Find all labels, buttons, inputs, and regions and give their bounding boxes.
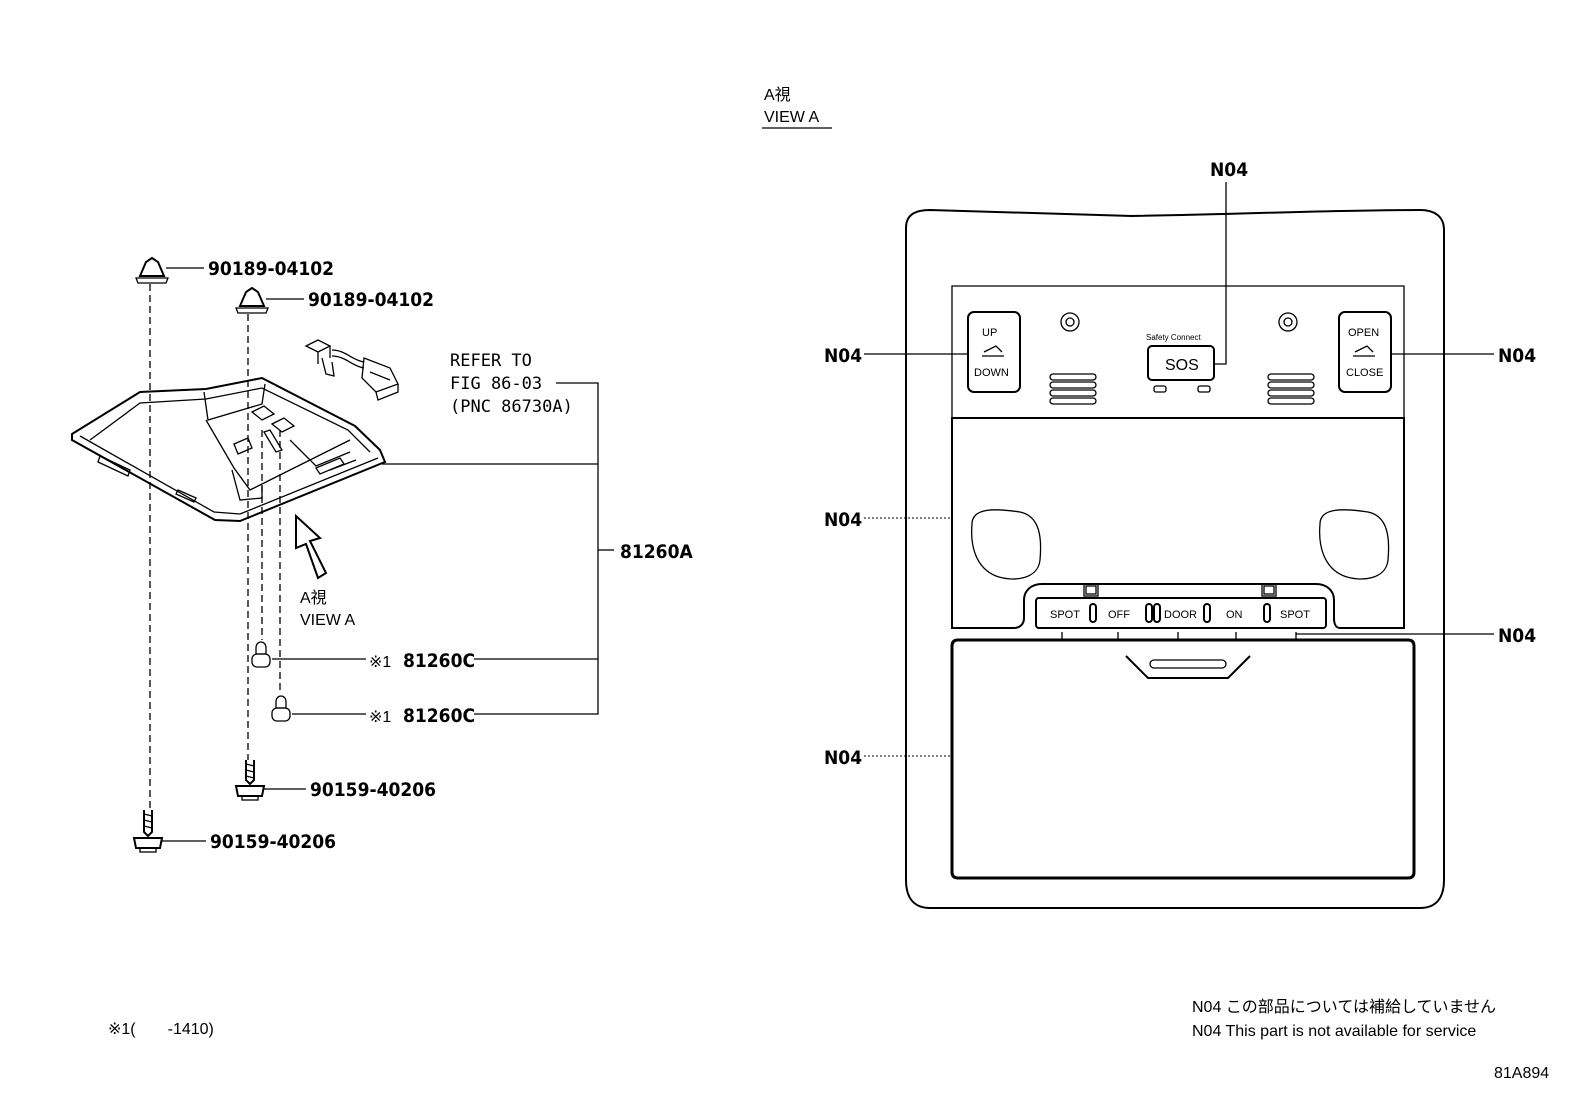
down-label: DOWN bbox=[974, 367, 1009, 379]
lamp-spot-left-label: SPOT bbox=[1050, 609, 1080, 621]
view-a-heading-en: VIEW A bbox=[764, 109, 819, 126]
overhead-console-illustration bbox=[905, 208, 1445, 909]
lamp-assy-part-number: 81260A bbox=[620, 541, 693, 563]
lamp-spot-right-label: SPOT bbox=[1280, 609, 1310, 621]
screw-upper-icon bbox=[234, 760, 266, 801]
n04-left-switch-label: N04 bbox=[824, 345, 862, 367]
screw-lower-part-number: 90159-40206 bbox=[210, 831, 336, 853]
n04-lamp-switch-label: N04 bbox=[1498, 625, 1536, 647]
view-a-arrow bbox=[295, 513, 328, 580]
clip-lower-part-number: 90189-04102 bbox=[308, 289, 434, 311]
clip-upper-icon bbox=[135, 256, 169, 284]
bulb-lower-icon bbox=[271, 695, 291, 722]
close-label: CLOSE bbox=[1346, 367, 1383, 379]
note-en: N04 This part is not available for servi… bbox=[1192, 1023, 1476, 1040]
bulb-2-part-number: 81260C bbox=[403, 705, 475, 727]
figure-id: 81A894 bbox=[1494, 1065, 1549, 1082]
sos-label: SOS bbox=[1165, 357, 1199, 374]
up-label: UP bbox=[982, 327, 997, 339]
refer-fig-label: FIG 86-03 bbox=[450, 374, 542, 394]
bulb-2-footnote-mark: ※1 bbox=[369, 709, 391, 726]
view-a-arrow-jp: A視 bbox=[300, 589, 327, 607]
n04-lens-panel-label: N04 bbox=[824, 509, 862, 531]
screw-lower-icon bbox=[132, 810, 164, 853]
bulb-upper-icon bbox=[251, 641, 271, 668]
view-a-arrow-en: VIEW A bbox=[300, 612, 355, 629]
note-jp: N04 この部品については補給していません bbox=[1192, 998, 1496, 1016]
safety-connect-label: Safety Connect bbox=[1146, 333, 1201, 342]
clip-lower-icon bbox=[235, 286, 269, 314]
screw-upper-part-number: 90159-40206 bbox=[310, 779, 436, 801]
refer-pnc-label: (PNC 86730A) bbox=[450, 397, 573, 417]
lamp-assembly-illustration bbox=[71, 376, 387, 523]
clip-upper-part-number: 90189-04102 bbox=[208, 258, 334, 280]
lamp-door-label: DOOR bbox=[1164, 609, 1197, 621]
bulb-1-footnote-mark: ※1 bbox=[369, 654, 391, 671]
n04-lid-label: N04 bbox=[824, 747, 862, 769]
lamp-on-label: ON bbox=[1226, 609, 1243, 621]
n04-top-label: N04 bbox=[1210, 159, 1248, 181]
footnote-range: ※1( -1410) bbox=[108, 1021, 214, 1038]
bulb-1-part-number: 81260C bbox=[403, 650, 475, 672]
n04-right-switch-label: N04 bbox=[1498, 345, 1536, 367]
connector-harness-illustration bbox=[304, 339, 399, 401]
refer-to-label: REFER TO bbox=[450, 351, 532, 371]
open-label: OPEN bbox=[1348, 327, 1379, 339]
lamp-off-label: OFF bbox=[1108, 609, 1130, 621]
lamp-switch-labels: SPOT OFF DOOR ON SPOT bbox=[1050, 609, 1310, 621]
view-a-heading-jp: A視 bbox=[764, 86, 791, 104]
